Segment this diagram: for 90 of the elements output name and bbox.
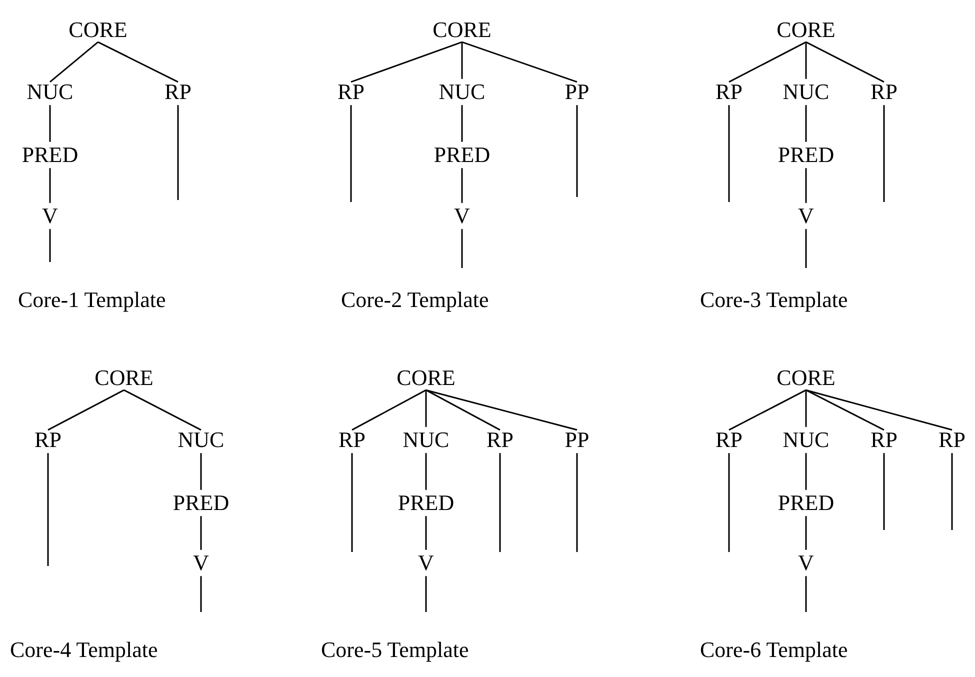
branch-line <box>200 576 202 612</box>
branch-line <box>177 105 179 200</box>
tree-node-label: NUC <box>780 80 832 104</box>
tree-branch-line <box>426 389 578 431</box>
tree-node-label: RP <box>714 80 744 104</box>
tree-node-label: RP <box>336 80 366 104</box>
tree-branch-line <box>728 389 806 431</box>
tree-node-label: NUC <box>436 80 488 104</box>
tree-node-label: V <box>191 550 211 576</box>
tree-node-label: CORE <box>92 366 156 390</box>
tree-branch-line <box>728 41 806 83</box>
tree-branch-line <box>426 389 500 431</box>
tree-node-label: CORE <box>394 366 458 390</box>
tree-node-label: RP <box>868 428 900 452</box>
template-caption: Core-5 Template <box>321 638 469 662</box>
tree-node-label: V <box>416 550 436 576</box>
tree-node-label: PP <box>562 80 592 104</box>
tree-node-label: RP <box>714 428 744 452</box>
tree-branch-line <box>425 516 427 550</box>
branch-line <box>350 105 352 202</box>
template-caption: Core-6 Template <box>700 638 848 662</box>
tree-node-label: RP <box>336 428 368 452</box>
tree-node-label: V <box>796 550 816 576</box>
branch-line <box>805 229 807 268</box>
tree-node-label: RP <box>32 428 64 452</box>
template-caption: Core-1 Template <box>18 288 166 312</box>
branch-line <box>351 453 353 552</box>
tree-branch-line <box>461 43 463 79</box>
tree-node-label: CORE <box>774 18 838 42</box>
tree-node-label: PRED <box>432 142 492 168</box>
template-caption: Core-3 Template <box>700 288 848 312</box>
branch-line <box>728 105 730 202</box>
branch-line <box>425 576 427 612</box>
tree-node-label: PRED <box>776 490 836 516</box>
tree-branch-line <box>461 105 463 142</box>
tree-node-label: NUC <box>24 80 76 104</box>
tree-branch-line <box>806 41 884 83</box>
tree-node-label: NUC <box>780 428 832 452</box>
tree-node-label: PRED <box>170 490 232 516</box>
tree-branch-line <box>352 389 426 431</box>
branch-line <box>576 105 578 197</box>
tree-node-label: PRED <box>396 490 456 516</box>
tree-branch-line <box>806 389 952 431</box>
tree-node-label: RP <box>484 428 516 452</box>
branch-line <box>576 453 578 552</box>
tree-node-label: V <box>452 204 472 228</box>
tree-branch-line <box>805 168 807 203</box>
tree-branch-line <box>425 391 427 427</box>
tree-node-label: NUC <box>176 428 226 452</box>
branch-line <box>728 453 730 552</box>
tree-node-label: CORE <box>430 18 494 42</box>
branch-line <box>883 105 885 202</box>
branch-line <box>47 453 49 566</box>
tree-node-label: NUC <box>400 428 452 452</box>
tree-node-label: RP <box>162 80 194 104</box>
tree-branch-line <box>425 453 427 490</box>
tree-branch-line <box>805 43 807 79</box>
tree-node-label: V <box>40 204 60 228</box>
tree-branch-line <box>806 389 884 431</box>
tree-branch-line <box>48 389 124 431</box>
tree-branch-line <box>200 453 202 490</box>
tree-node-label: RP <box>868 80 900 104</box>
tree-node-label: CORE <box>66 18 130 42</box>
tree-node-label: RP <box>936 428 968 452</box>
tree-branch-line <box>350 41 462 83</box>
tree-node-label: CORE <box>774 366 838 390</box>
tree-branch-line <box>50 42 98 82</box>
tree-branch-line <box>805 391 807 427</box>
tree-branch-line <box>805 516 807 550</box>
tree-branch-line <box>49 168 51 203</box>
tree-node-label: PRED <box>776 142 836 168</box>
branch-line <box>49 229 51 262</box>
branch-line <box>805 576 807 612</box>
template-caption: Core-4 Template <box>10 638 158 662</box>
tree-branch-line <box>462 41 578 83</box>
branch-line <box>461 229 463 268</box>
tree-branch-line <box>49 105 51 142</box>
tree-branch-line <box>461 168 463 203</box>
branch-line <box>883 453 885 530</box>
tree-branch-line <box>124 389 202 431</box>
tree-branch-line <box>98 41 178 83</box>
tree-branch-line <box>805 453 807 490</box>
tree-node-label: PP <box>562 428 592 452</box>
branch-line <box>499 453 501 552</box>
branch-line <box>951 453 953 530</box>
tree-node-label: PRED <box>20 142 80 168</box>
tree-branch-line <box>805 105 807 142</box>
tree-node-label: V <box>796 204 816 228</box>
tree-branch-line <box>200 516 202 550</box>
template-caption: Core-2 Template <box>341 288 489 312</box>
